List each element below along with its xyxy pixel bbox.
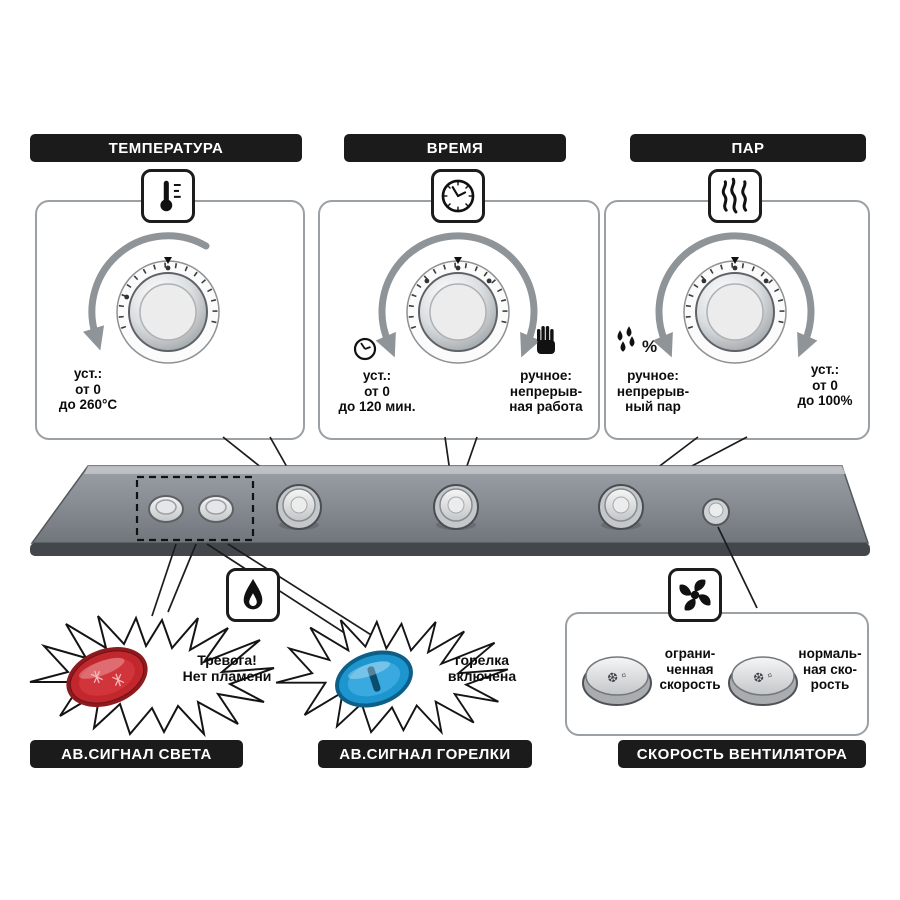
- strip-knob-time: [433, 484, 479, 530]
- label-burner-alarm: АВ.СИГНАЛ ГОРЕЛКИ: [318, 740, 532, 768]
- strip-knob-temperature: [276, 484, 322, 530]
- clock-icon: [441, 179, 475, 213]
- control-strip: [30, 465, 870, 556]
- label-fan-speed: СКОРОСТЬ ВЕНТИЛЯТОРА: [618, 740, 866, 768]
- label-light-alarm: АВ.СИГНАЛ СВЕТА: [30, 740, 243, 768]
- time-set-caption: уст.: от 0 до 120 мин.: [338, 368, 416, 415]
- steam-manual-caption: ручное: непрерыв- ный пар: [616, 368, 690, 415]
- flame-icon: [243, 578, 263, 610]
- connector-lines-upper: [222, 436, 748, 498]
- thermometer-icon: [160, 180, 181, 212]
- time-manual-caption: ручное: непрерыв- ная работа: [509, 368, 583, 415]
- temperature-set-caption: уст.: от 0 до 260°C: [58, 366, 118, 413]
- header-steam: ПАР: [630, 134, 866, 162]
- pilot-light-left: [148, 495, 184, 523]
- strip-fan-button: [702, 498, 730, 526]
- fan-normal-caption: нормаль- ная ско- рость: [798, 646, 862, 693]
- steam-icon: [721, 177, 748, 214]
- steam-icon-box: [708, 169, 762, 223]
- clock-icon-box: [431, 169, 485, 223]
- pilot-lights-outline: [135, 475, 255, 542]
- strip-knob-steam: [598, 484, 644, 530]
- light-alarm-indicator: [66, 647, 148, 707]
- steam-set-caption: уст.: от 0 до 100%: [797, 362, 853, 409]
- header-temperature: ТЕМПЕРАТУРА: [30, 134, 302, 162]
- thermometer-icon-box: [141, 169, 195, 223]
- fan-icon-box: [668, 568, 722, 622]
- burner-caption: горелка включена: [447, 652, 517, 685]
- burner-indicator: [335, 650, 413, 708]
- header-time: ВРЕМЯ: [344, 134, 566, 162]
- fan-icon: [679, 579, 711, 611]
- flame-icon-box: [226, 568, 280, 622]
- light-alarm-caption: Тревога! Нет пламени: [182, 652, 272, 685]
- fan-limited-caption: ограни- ченная скорость: [659, 646, 721, 693]
- pilot-light-right: [198, 495, 234, 523]
